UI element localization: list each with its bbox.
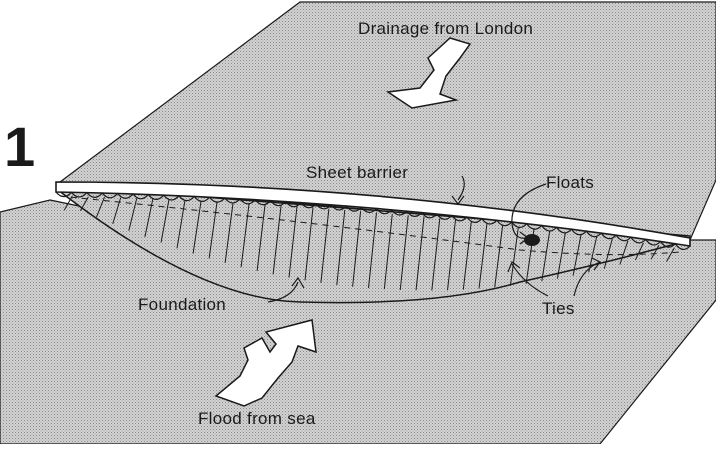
figure-number: 1 [4, 115, 35, 178]
floats-label: Floats [546, 173, 594, 192]
foundation-label: Foundation [138, 295, 226, 314]
float-bulb [524, 234, 540, 246]
sheet-barrier-label: Sheet barrier [306, 163, 408, 182]
flood-label: Flood from sea [198, 409, 316, 428]
drainage-label: Drainage from London [358, 19, 533, 38]
ties-label: Ties [542, 299, 575, 318]
